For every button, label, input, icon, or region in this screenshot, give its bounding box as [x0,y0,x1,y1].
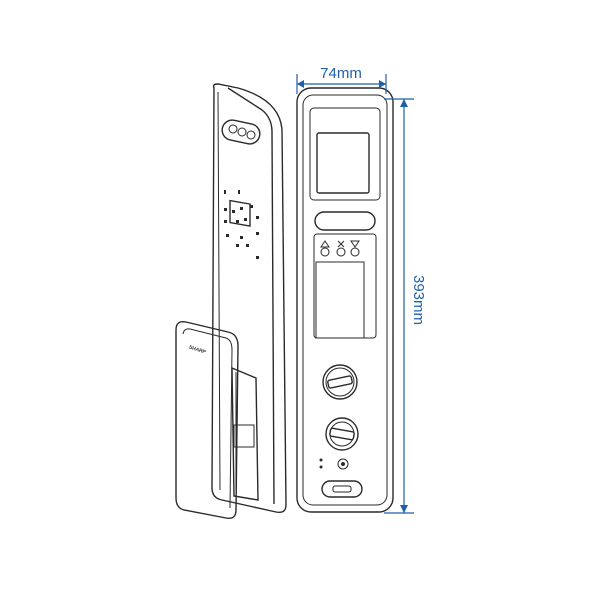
width-dimension: 74mm [296,65,387,94]
front-button-row [320,240,360,257]
brand-logo: SHARP [188,344,207,355]
keyhole-icon [337,458,349,470]
triangle-down-icon[interactable] [350,240,360,248]
perspective-side-edge [217,91,221,491]
perspective-front-edge [227,87,275,505]
lock-perspective-view: SHARP [175,83,287,520]
front-thumb-turn-grip [329,427,355,441]
front-keypad-panel [313,233,377,339]
x-icon[interactable] [337,240,345,248]
front-top-panel [309,107,381,201]
perspective-handle [175,320,239,520]
front-thumb-turn[interactable] [325,417,359,451]
front-bottom-slot-inner [332,485,352,493]
front-sensor-bar [314,211,376,231]
front-thumb-turn-ring [329,421,355,447]
front-inner-bezel [302,94,388,506]
camera-lens-3 [246,130,256,140]
front-bottom-slot [321,480,363,498]
indicator-dot-1 [319,458,323,462]
perspective-handle-recess [231,366,259,501]
front-outer-body [296,87,394,513]
width-label: 74mm [320,65,362,82]
front-upper-knob[interactable] [322,364,358,400]
front-keypad-area [315,261,365,339]
height-label: 393mm [410,275,427,325]
height-dimension: 393mm [384,98,427,514]
key-button-1[interactable] [320,247,330,257]
perspective-keypad [224,190,259,259]
key-button-2[interactable] [336,247,346,257]
front-display-screen [316,132,370,194]
indicator-dot-2 [319,465,323,469]
key-button-3[interactable] [350,247,360,257]
keyhole-center [341,462,345,466]
perspective-display [229,199,251,227]
camera-lens-2 [237,127,247,137]
front-upper-knob-grip [327,375,353,389]
lock-front-view [296,87,394,513]
triangle-up-icon[interactable] [320,240,330,248]
camera-lens-1 [228,124,238,134]
perspective-handle-face [182,328,233,509]
front-upper-knob-ring [325,367,355,397]
perspective-latch [233,424,255,448]
perspective-back-plate [211,83,287,514]
perspective-camera-capsule [221,119,261,145]
